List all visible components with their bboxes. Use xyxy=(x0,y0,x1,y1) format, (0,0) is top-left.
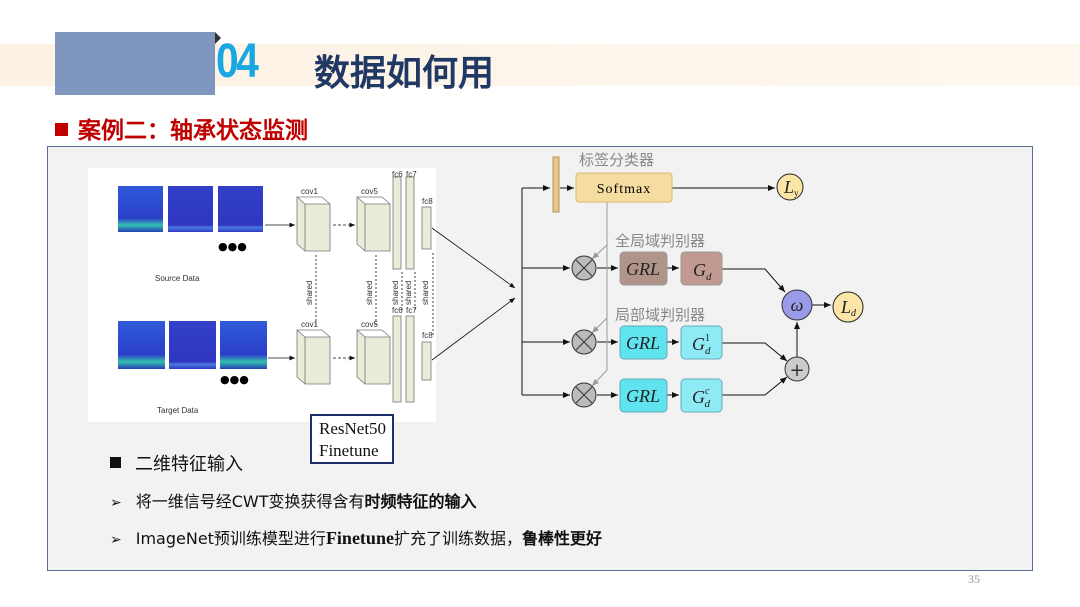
softmax-box xyxy=(575,172,673,203)
cov5-block xyxy=(356,196,391,252)
square-bullet-icon xyxy=(110,457,121,468)
local-g1-box xyxy=(680,325,723,360)
fc6-block xyxy=(392,176,402,270)
global-gd-label: Gd xyxy=(693,260,712,283)
shared-label: shared xyxy=(305,281,314,305)
arrow-bullet-icon: ➢ xyxy=(110,532,122,548)
softmax-label: Softmax xyxy=(597,182,651,197)
loss-d-label: Ld xyxy=(840,297,857,319)
resnet-line2: Finetune xyxy=(319,441,379,460)
bullet-text: ImageNet预训练模型进行 xyxy=(135,529,326,548)
fc7-block xyxy=(405,315,415,403)
subtitle-text: 案例二：轴承状态监测 xyxy=(78,118,308,144)
shared-label: shared xyxy=(404,281,413,305)
cov1-label: cov1 xyxy=(301,187,318,196)
ellipsis: ●●● xyxy=(218,240,247,253)
cov1-label: cov1 xyxy=(301,320,318,329)
cov1-block xyxy=(296,329,331,385)
section-number: 04 xyxy=(216,35,259,88)
cnn-arrows xyxy=(265,222,516,361)
resnet-line1: ResNet50 xyxy=(319,419,387,438)
global-gd-box xyxy=(680,251,723,286)
plus-label: + xyxy=(789,360,804,381)
spectrogram xyxy=(218,186,263,232)
fc6-label: fc6 xyxy=(392,306,403,315)
cov1-block xyxy=(296,196,331,252)
resnet-finetune-box: ResNet50 Finetune xyxy=(310,414,394,464)
fc7-block xyxy=(405,176,415,270)
bullet-heading: 二维特征输入 xyxy=(110,450,243,476)
fc8-label: fc8 xyxy=(422,331,433,340)
local-grl-box-1 xyxy=(619,325,668,360)
fc7-label: fc7 xyxy=(406,306,417,315)
spectrogram xyxy=(169,321,216,369)
bullet-text: 将一维信号经CWT变换获得含有 xyxy=(135,492,365,511)
global-discriminator-title: 全局域判别器 xyxy=(615,232,705,250)
loss-y-label: Ly xyxy=(783,177,799,198)
local-grl-label-1: GRL xyxy=(626,333,660,353)
source-spectrograms xyxy=(118,186,263,232)
shared-label: shared xyxy=(421,281,430,305)
spectrogram xyxy=(118,321,165,369)
bullet-text: 扩充了训练数据， xyxy=(393,529,522,548)
bullet-item: ➢ 将一维信号经CWT变换获得含有时频特征的输入 xyxy=(110,488,477,512)
omega-node xyxy=(781,289,813,321)
loss-y-node xyxy=(776,173,804,201)
fc6-label: fc6 xyxy=(392,170,403,179)
fc6-block xyxy=(392,315,402,403)
target-data-label: Target Data xyxy=(157,406,199,415)
cnn-layers xyxy=(296,176,432,403)
shared-labels: shared shared shared shared shared xyxy=(305,281,430,305)
multiply-node xyxy=(571,382,597,408)
attention-lines xyxy=(591,202,608,387)
square-bullet-icon xyxy=(55,123,68,136)
fc8-block xyxy=(421,341,432,381)
omega-label: ω xyxy=(791,295,804,315)
ellipsis: ●●● xyxy=(220,373,249,386)
fc8-label: fc8 xyxy=(422,197,433,206)
cov5-label: cov5 xyxy=(361,187,378,196)
bullet-item: ➢ ImageNet预训练模型进行Finetune扩充了训练数据，鲁棒性更好 xyxy=(110,525,602,549)
plus-node xyxy=(784,356,810,382)
target-spectrograms xyxy=(118,321,267,369)
spectrogram xyxy=(118,186,163,232)
feature-bar xyxy=(552,156,560,213)
flow-lines xyxy=(521,185,831,398)
global-grl-box xyxy=(619,251,668,286)
bullet-bold: 鲁棒性更好 xyxy=(521,529,602,548)
cov5-block xyxy=(356,329,391,385)
spectrogram xyxy=(220,321,267,369)
spectrogram xyxy=(168,186,213,232)
bullet-bold: Finetune xyxy=(325,528,394,548)
page-number: 35 xyxy=(968,572,980,586)
bullet-bold: 时频特征的输入 xyxy=(364,492,477,511)
loss-d-node xyxy=(832,291,864,323)
source-data-label: Source Data xyxy=(155,274,200,283)
subtitle: 案例二：轴承状态监测 xyxy=(55,111,308,145)
local-discriminator-title: 局部域判别器 xyxy=(615,306,705,324)
multiply-nodes xyxy=(571,255,597,408)
local-gc-box xyxy=(680,378,723,413)
cov5-label: cov5 xyxy=(361,320,378,329)
local-grl-box-2 xyxy=(619,378,668,413)
section-block xyxy=(55,32,221,95)
page-title: 数据如何用 xyxy=(314,53,495,94)
multiply-node xyxy=(571,329,597,355)
arrow-bullet-icon: ➢ xyxy=(110,495,122,511)
shared-label: shared xyxy=(365,281,374,305)
fc8-block xyxy=(421,206,432,250)
fc7-label: fc7 xyxy=(406,170,417,179)
shared-label: shared xyxy=(391,281,400,305)
local-grl-label-2: GRL xyxy=(626,386,660,406)
global-grl-label: GRL xyxy=(626,259,660,279)
bullet-heading-text: 二维特征输入 xyxy=(135,454,243,475)
label-classifier-title: 标签分类器 xyxy=(579,151,654,169)
multiply-node xyxy=(571,255,597,281)
